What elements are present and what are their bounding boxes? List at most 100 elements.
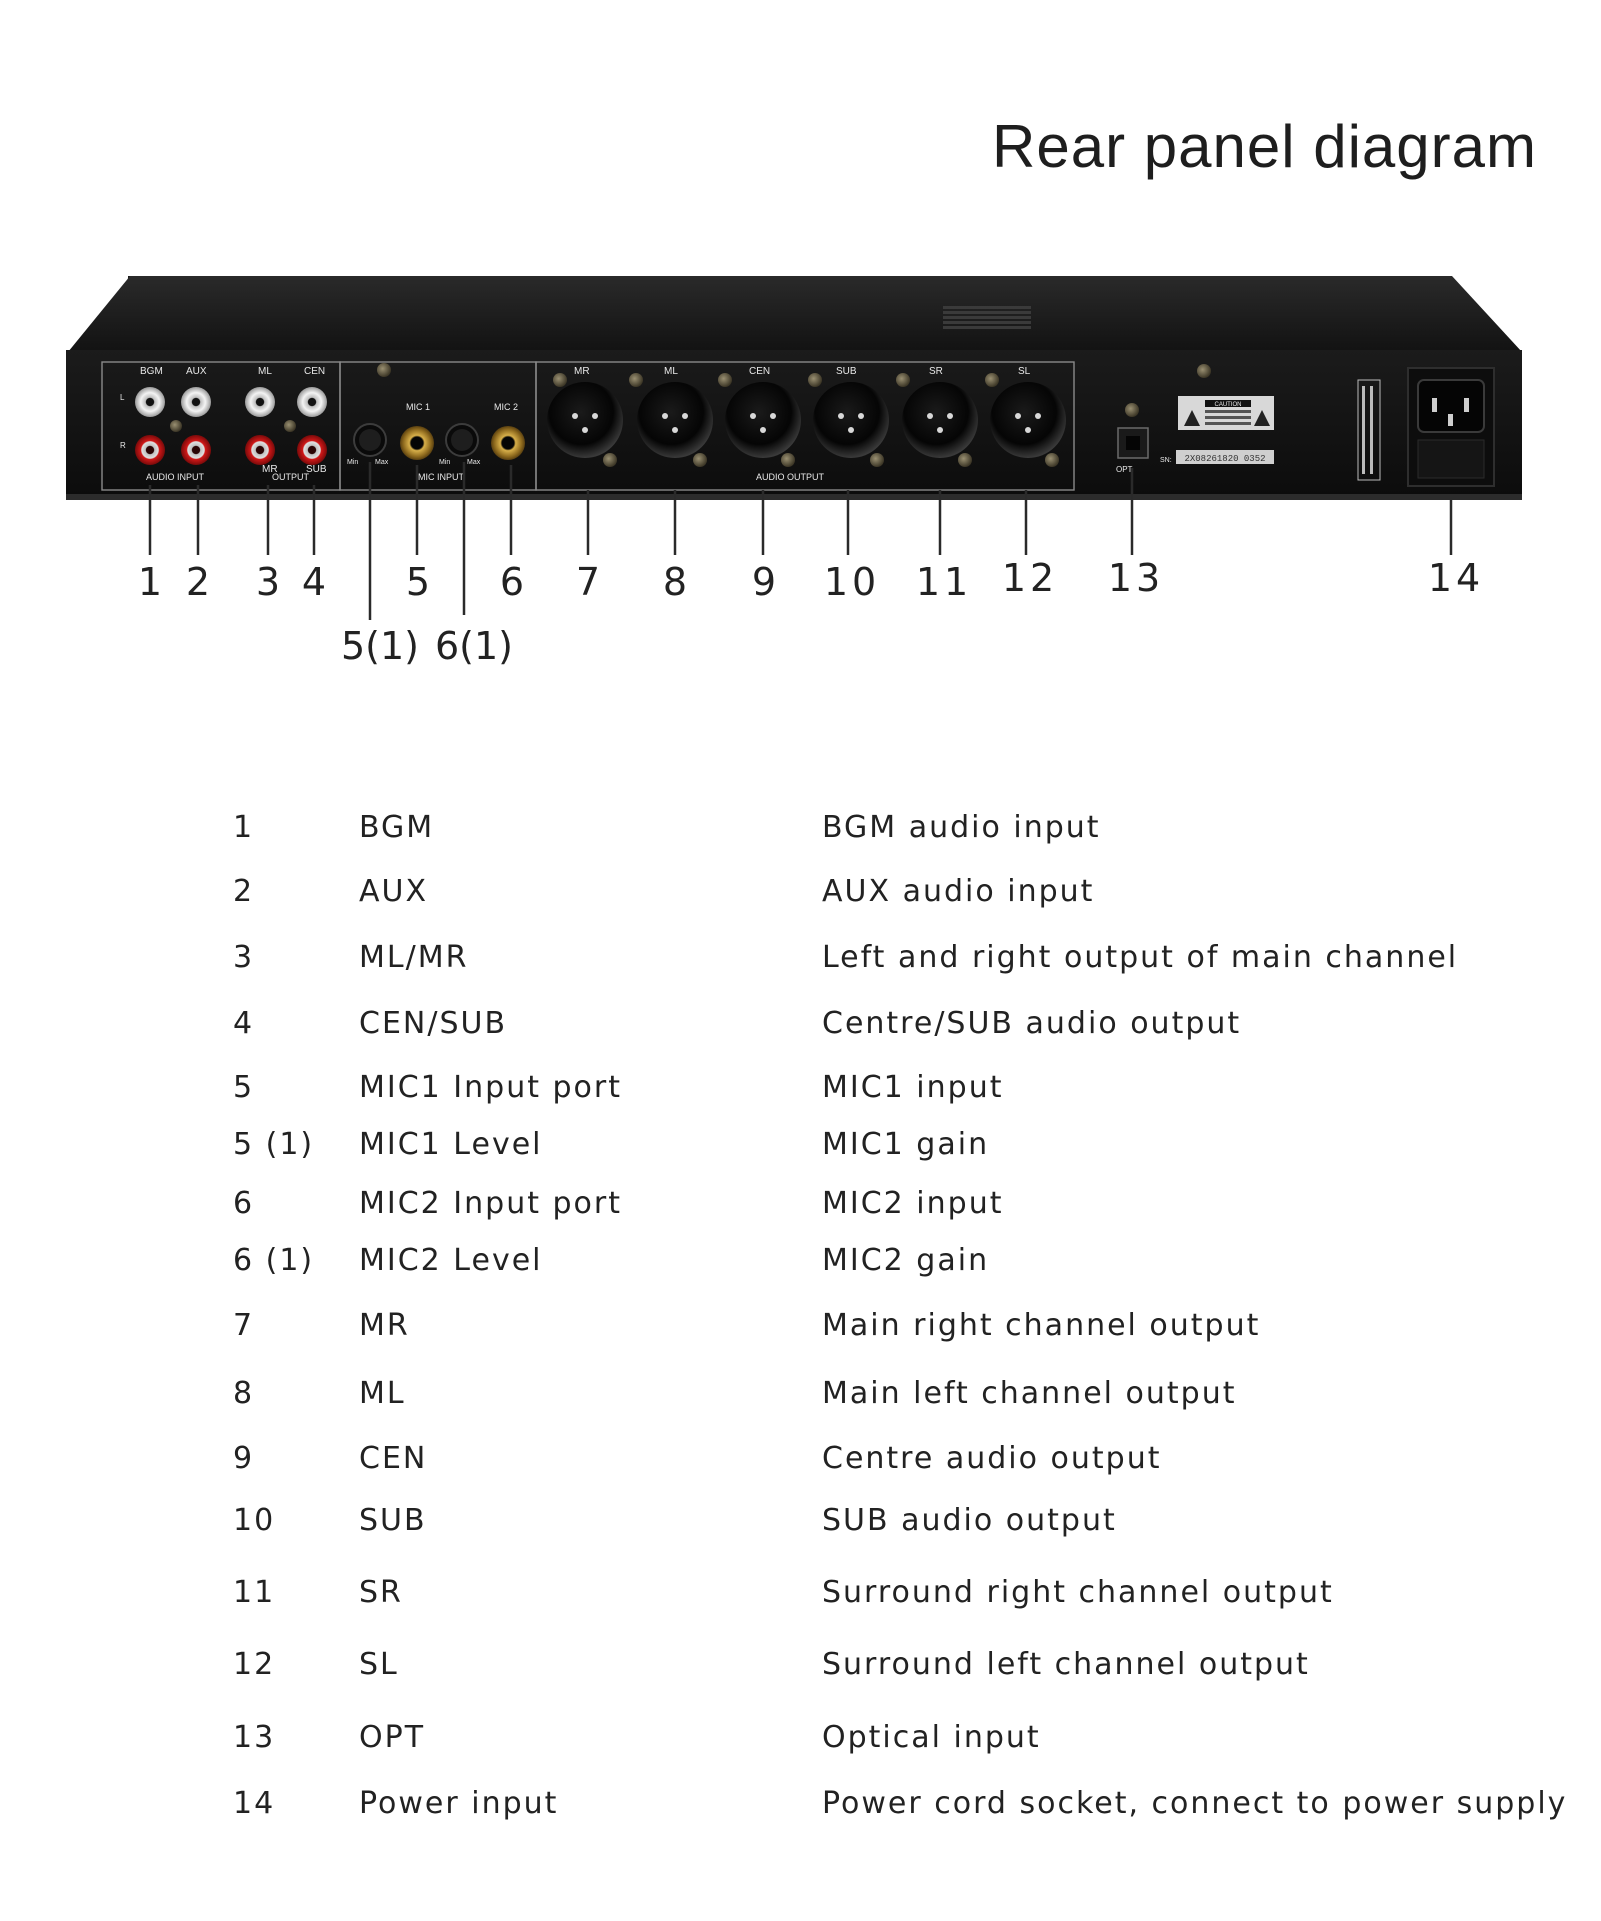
callout-3: 3	[255, 560, 285, 604]
legend-description: Power cord socket, connect to power supp…	[822, 1786, 1568, 1821]
legend-number: 8	[233, 1376, 255, 1411]
callout-1: 1	[137, 560, 167, 604]
legend-number: 9	[233, 1441, 255, 1476]
label-min-1: Min	[347, 459, 358, 466]
legend-description: BGM audio input	[822, 810, 1101, 845]
legend-name: MIC1 Level	[359, 1127, 543, 1162]
label-output: OUTPUT	[272, 472, 310, 482]
label-l: L	[120, 393, 125, 402]
legend-description: Main right channel output	[822, 1308, 1261, 1343]
legend-description: AUX audio input	[822, 874, 1095, 909]
label-bgm: BGM	[140, 366, 163, 377]
legend-name: OPT	[359, 1720, 426, 1755]
rear-panel-illustration: CAUTION 2X08261820 0352 BGM AUX ML CEN L…	[66, 276, 1522, 620]
legend-number: 1	[233, 810, 255, 845]
legend-name: MR	[359, 1308, 410, 1343]
legend-description: MIC1 input	[822, 1070, 1004, 1105]
legend-name: ML/MR	[359, 940, 469, 975]
legend-number: 7	[233, 1308, 255, 1343]
legend-description: SUB audio output	[822, 1503, 1117, 1538]
legend-description: MIC1 gain	[822, 1127, 990, 1162]
legend-description: Left and right output of main channel	[822, 940, 1459, 975]
legend-number: 5	[233, 1070, 255, 1105]
legend-description: Optical input	[822, 1720, 1041, 1755]
legend-name: Power input	[359, 1786, 559, 1821]
callout-10: 10	[823, 560, 881, 604]
legend-name: CEN/SUB	[359, 1006, 508, 1041]
legend-row: 13 OPT Optical input	[0, 1720, 1601, 1770]
label-mic-input: MIC INPUT	[418, 472, 465, 482]
xlr-label-mr: MR	[574, 366, 590, 377]
legend-name: SUB	[359, 1503, 427, 1538]
label-sn: SN:	[1160, 457, 1172, 464]
callout-6-1: 6(1)	[434, 624, 514, 668]
caution-label: CAUTION	[1215, 402, 1242, 408]
legend-row: 12 SL Surround left channel output	[0, 1647, 1601, 1697]
label-mr-bottom: MR	[262, 464, 278, 475]
label-ml-top: ML	[258, 366, 272, 377]
legend-name: AUX	[359, 874, 429, 909]
xlr-label-sub: SUB	[836, 366, 857, 377]
label-opt: OPT	[1116, 465, 1133, 474]
label-min-2: Min	[439, 459, 450, 466]
label-cen-top: CEN	[304, 366, 325, 377]
callout-8: 8	[662, 560, 692, 604]
xlr-label-ml: ML	[664, 366, 678, 377]
xlr-label-cen: CEN	[749, 366, 770, 377]
legend-number: 13	[233, 1720, 276, 1755]
label-mic1: MIC 1	[406, 402, 430, 412]
legend-row: 5 (1) MIC1 Level MIC1 gain	[0, 1127, 1601, 1177]
diagram-title: Rear panel diagram	[992, 113, 1537, 180]
legend-description: Centre/SUB audio output	[822, 1006, 1242, 1041]
legend-description: Surround left channel output	[822, 1647, 1310, 1682]
legend-row: 5 MIC1 Input port MIC1 input	[0, 1070, 1601, 1120]
legend-number: 14	[233, 1786, 276, 1821]
callout-5-1: 5(1)	[340, 624, 420, 668]
legend-number: 6	[233, 1186, 255, 1221]
legend-row: 10 SUB SUB audio output	[0, 1503, 1601, 1553]
legend-number: 11	[233, 1575, 276, 1610]
label-max-1: Max	[375, 459, 389, 466]
callout-11: 11	[915, 560, 973, 604]
label-max-2: Max	[467, 459, 481, 466]
callout-9: 9	[751, 560, 781, 604]
label-mic2: MIC 2	[494, 402, 518, 412]
legend-name: SL	[359, 1647, 399, 1682]
legend-description: MIC2 gain	[822, 1243, 990, 1278]
callout-5: 5	[405, 560, 435, 604]
callout-7: 7	[575, 560, 605, 604]
label-r: R	[120, 441, 126, 450]
legend-row: 14 Power input Power cord socket, connect …	[0, 1786, 1601, 1836]
callout-4: 4	[301, 560, 331, 604]
legend-name: CEN	[359, 1441, 428, 1476]
legend-row: 9 CEN Centre audio output	[0, 1441, 1601, 1491]
legend-number: 10	[233, 1503, 276, 1538]
legend-name: SR	[359, 1575, 403, 1610]
label-sub-bottom: SUB	[306, 464, 327, 475]
legend-number: 12	[233, 1647, 276, 1682]
legend-number: 2	[233, 874, 255, 909]
legend-number: 5 (1)	[233, 1127, 315, 1162]
callout-14: 14	[1427, 556, 1485, 600]
callout-12: 12	[1001, 556, 1059, 600]
legend-number: 3	[233, 940, 255, 975]
legend-name: MIC1 Input port	[359, 1070, 623, 1105]
legend-name: MIC2 Level	[359, 1243, 543, 1278]
label-audio-output: AUDIO OUTPUT	[756, 472, 825, 482]
legend-description: Surround right channel output	[822, 1575, 1334, 1610]
legend-row: 11 SR Surround right channel output	[0, 1575, 1601, 1625]
label-audio-input: AUDIO INPUT	[146, 472, 205, 482]
xlr-label-sl: SL	[1018, 366, 1031, 377]
xlr-label-sr: SR	[929, 366, 943, 377]
serial-number: 2X08261820 0352	[1184, 454, 1265, 464]
legend-name: BGM	[359, 810, 435, 845]
legend-row: 2 AUX AUX audio input	[0, 874, 1601, 924]
legend-row: 1 BGM BGM audio input	[0, 810, 1601, 860]
legend-name: MIC2 Input port	[359, 1186, 623, 1221]
legend-description: Centre audio output	[822, 1441, 1162, 1476]
callout-13: 13	[1107, 556, 1165, 600]
